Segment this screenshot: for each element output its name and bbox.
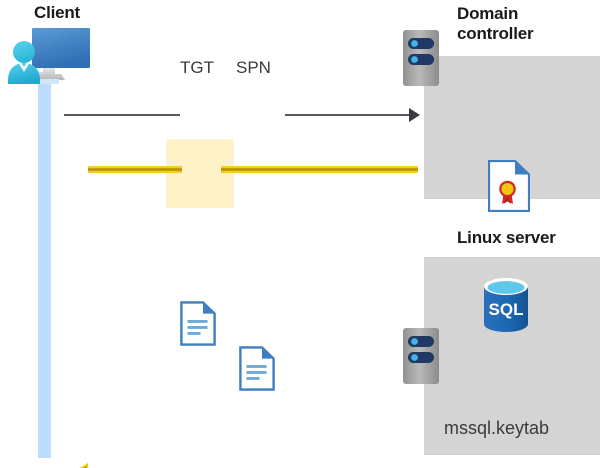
request-arrow-line-left <box>64 114 180 116</box>
user-with-monitor-icon <box>6 26 92 84</box>
spn-document-icon <box>239 346 275 391</box>
sql-database-icon: SQL <box>481 277 531 333</box>
request-arrow-head <box>409 108 420 122</box>
tgt-label: TGT <box>180 58 214 77</box>
domain-controller-title: Domain controller <box>457 4 534 43</box>
spn-label: SPN <box>236 58 271 77</box>
response-arrow-line-left <box>88 166 182 173</box>
response-arrow-line-right <box>221 166 418 173</box>
client-title: Client <box>34 3 81 22</box>
response-arrow-head <box>66 463 88 468</box>
domain-controller-server-rack-icon <box>403 30 439 86</box>
certificate-document-icon <box>488 160 530 212</box>
sql-database-text: SQL <box>489 300 524 319</box>
client-lifeline <box>38 72 51 458</box>
linux-server-title: Linux server <box>457 228 556 247</box>
response-highlight-box <box>166 139 234 208</box>
tgt-document-icon <box>180 301 216 346</box>
request-arrow-line-right <box>285 114 410 116</box>
linux-server-server-rack-icon <box>403 328 439 384</box>
keytab-filename-label: mssql.keytab <box>444 418 550 438</box>
